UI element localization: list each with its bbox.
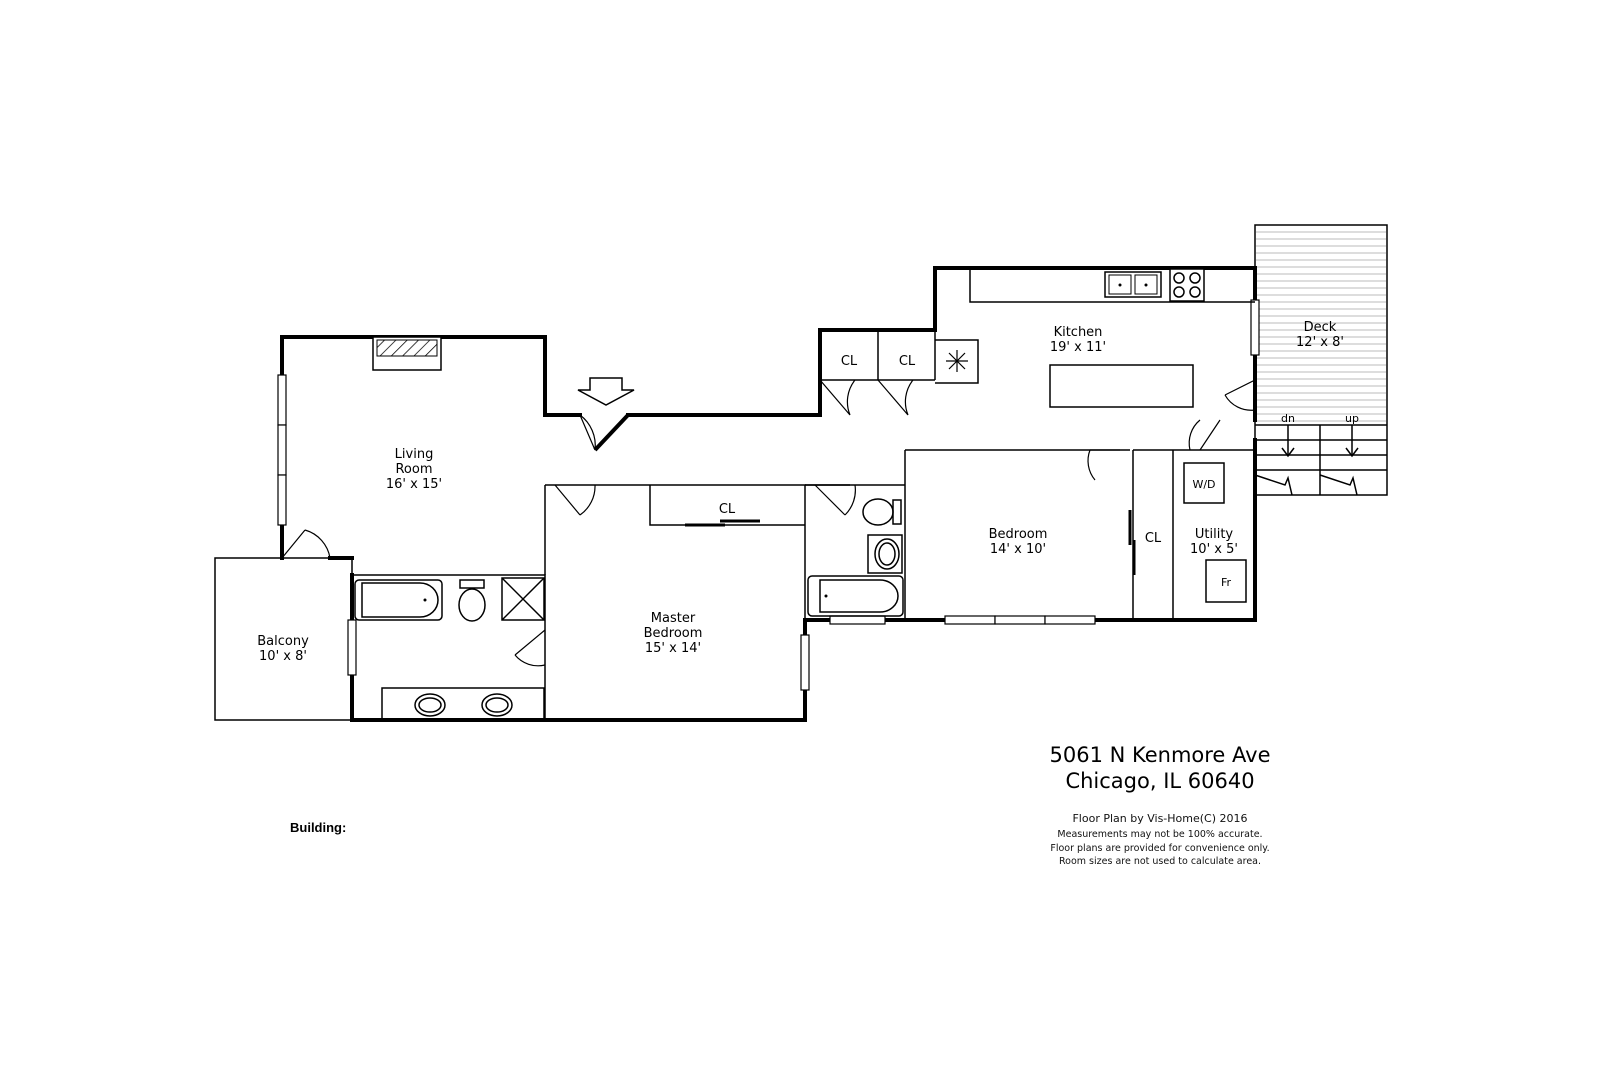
entry-arrow-icon (577, 377, 635, 406)
deck-name: Deck (1304, 320, 1337, 335)
bedroom-dims: 14' x 10' (990, 542, 1046, 557)
closet-label-2: CL (899, 354, 916, 369)
living-room-name2: Room (395, 462, 432, 477)
utility-dims: 10' x 5' (1190, 542, 1238, 557)
snowflake-icon (946, 350, 968, 372)
kitchen-dims: 19' x 11' (1050, 340, 1106, 355)
utility-name: Utility (1195, 527, 1234, 542)
kitchen-name: Kitchen (1054, 325, 1103, 340)
balcony (214, 557, 353, 721)
bath-fixtures-2 (807, 498, 904, 617)
credit-line-1: Floor Plan by Vis-Home(C) 2016 (1072, 812, 1248, 825)
kitchen-counters (935, 268, 1255, 408)
washer-dryer (1183, 462, 1225, 504)
closet-label-3: CL (719, 502, 736, 517)
credit-line-4: Room sizes are not used to calculate are… (1058, 856, 1262, 867)
building-label: Building: (290, 820, 347, 835)
fridge (1205, 559, 1247, 603)
washer-dryer-label: W/D (1192, 478, 1215, 491)
credit-line-2: Measurements may not be 100% accurate. (1057, 829, 1263, 840)
address-line-2: Chicago, IL 60640 (1065, 769, 1255, 793)
deck-planks (1256, 231, 1386, 422)
door-swings (281, 379, 1256, 667)
closet-label-1: CL (841, 354, 858, 369)
balcony-dims: 10' x 8' (259, 649, 307, 664)
fridge-label: Fr (1221, 576, 1232, 589)
fireplace (372, 336, 442, 371)
closet-label-4: CL (1145, 531, 1162, 546)
address-line-1: 5061 N Kenmore Ave (1049, 743, 1271, 767)
balcony-name: Balcony (257, 634, 309, 649)
bath-fixtures (354, 577, 545, 721)
windows (277, 299, 1260, 691)
credit-line-3: Floor plans are provided for convenience… (1050, 843, 1270, 854)
master-bedroom-dims: 15' x 14' (645, 641, 701, 656)
bedroom-name: Bedroom (989, 527, 1048, 542)
stairs-up-label: up (1345, 412, 1359, 425)
master-bedroom-name2: Bedroom (644, 626, 703, 641)
living-room-name: Living (395, 447, 434, 462)
deck-dims: 12' x 8' (1296, 335, 1344, 350)
master-bedroom-name: Master (651, 611, 696, 626)
living-room-dims: 16' x 15' (386, 477, 442, 492)
stairs-down-label: dn (1281, 412, 1295, 425)
deck: dn up (1254, 224, 1388, 496)
